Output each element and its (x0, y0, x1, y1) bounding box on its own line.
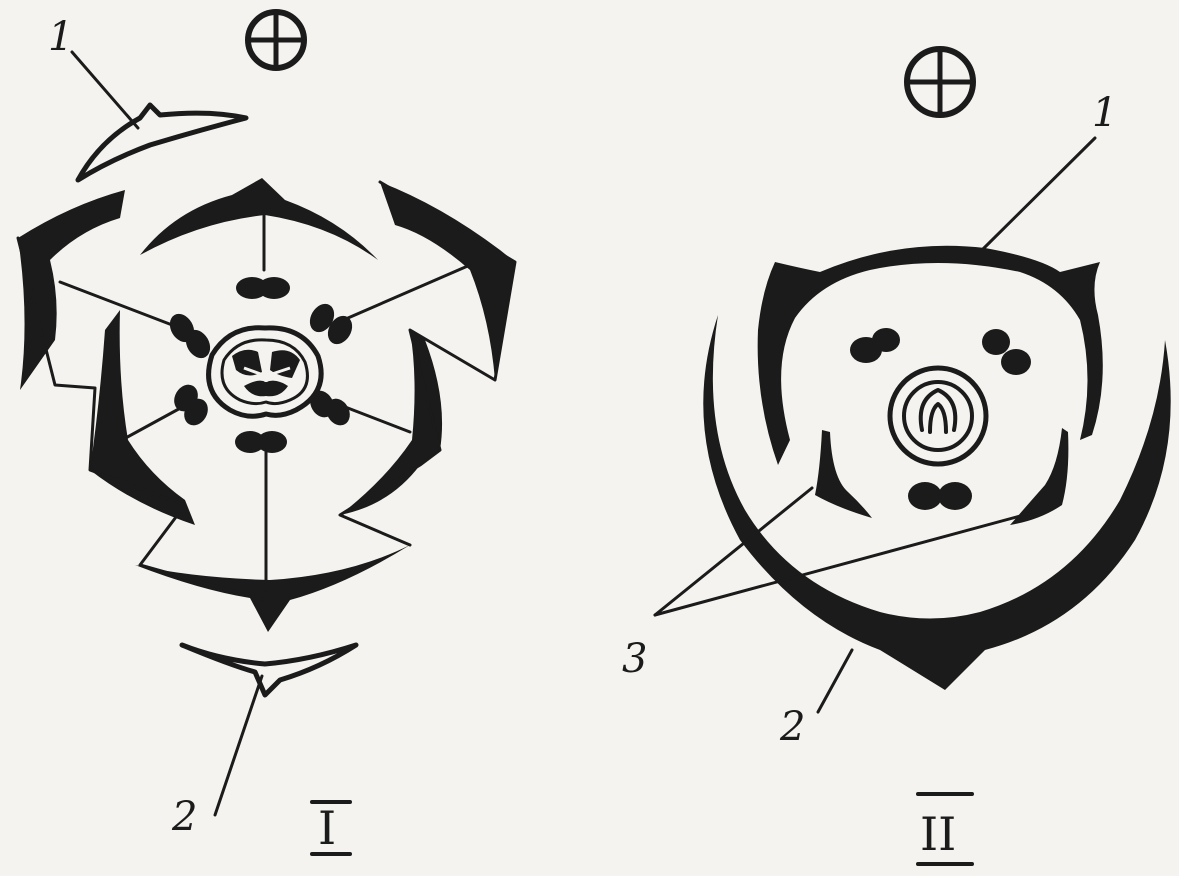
svg-text:II: II (920, 807, 956, 861)
diagram-I: 1 (18, 12, 515, 855)
lateral-segment-right (1010, 428, 1068, 525)
bracteole-2 (182, 645, 356, 695)
actinomorphic-symbol-icon (907, 49, 973, 115)
label-2: 2 (171, 794, 197, 840)
stamens (850, 328, 1031, 510)
label-1-leader (982, 138, 1095, 250)
label-1: 1 (48, 14, 73, 60)
stamens (165, 277, 357, 453)
diagram-I-numeral: I (312, 801, 350, 855)
diagram-II: 1 3 2 (622, 49, 1171, 864)
actinomorphic-symbol-icon (248, 12, 304, 68)
label-3: 3 (622, 636, 647, 682)
label-1-leader (72, 52, 138, 128)
lateral-segment-left (815, 430, 872, 518)
bract-1 (78, 105, 246, 180)
ovary-single (890, 368, 986, 464)
label-2: 2 (779, 704, 805, 750)
ovary-tricarpellate (209, 328, 322, 417)
label-2-leader (818, 650, 852, 712)
label-1: 1 (1092, 90, 1117, 136)
diagram-II-numeral: II (918, 794, 972, 864)
label-2-leader (215, 676, 262, 815)
svg-text:I: I (318, 801, 336, 855)
